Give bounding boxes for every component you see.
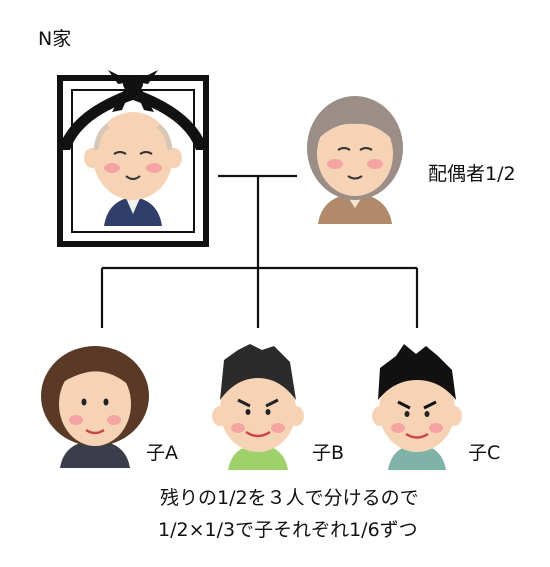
- child-c-label: 子C: [468, 442, 501, 464]
- family-title: N家: [38, 28, 72, 50]
- explanation-line-2: 1/2×1/3で子それぞれ1/6ずつ: [158, 519, 418, 541]
- deceased-portrait: [57, 70, 209, 247]
- child-a-illustration: [41, 346, 149, 468]
- spouse-illustration: [307, 96, 403, 224]
- explanation-line-1: 残りの1/2を３人で分けるので: [160, 487, 419, 509]
- spouse-share-label: 配偶者1/2: [428, 163, 516, 185]
- child-b-label: 子B: [312, 442, 345, 464]
- child-b-illustration: [212, 344, 304, 470]
- child-a-label: 子A: [146, 442, 178, 464]
- child-c-illustration: [372, 344, 462, 470]
- family-tree-lines: [100, 174, 419, 328]
